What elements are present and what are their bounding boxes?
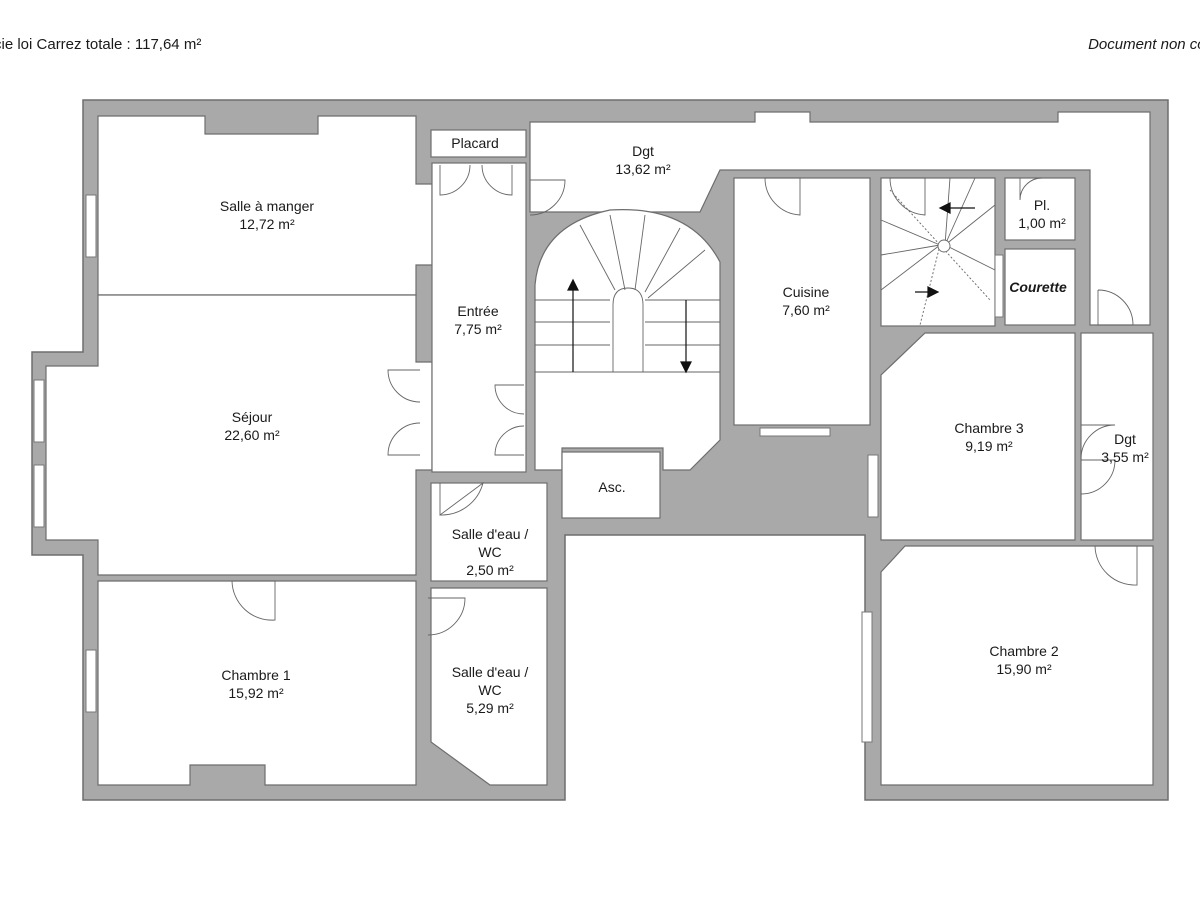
chambre-1-area: 15,92 m² (228, 685, 284, 701)
placard-name: Placard (451, 135, 499, 151)
salle-a-manger-name: Salle à manger (219, 198, 315, 214)
room-salle-eau-2 (430, 587, 548, 786)
salle-eau-2-area: 5,29 m² (466, 700, 514, 716)
asc-name: Asc. (598, 479, 626, 495)
chambre-2-area: 15,90 m² (996, 661, 1052, 677)
room-chambre-2 (880, 545, 1154, 786)
room-chambre-3 (880, 332, 1076, 541)
room-pl (1004, 177, 1076, 241)
salle-eau-2-line2: WC (478, 682, 502, 698)
entree-name: Entrée (457, 303, 499, 319)
label-asc: Asc. (598, 478, 625, 496)
room-cuisine (733, 177, 871, 426)
label-courette: Courette (1009, 278, 1067, 296)
cuisine-name: Cuisine (782, 284, 830, 300)
label-salle-a-manger: Salle à manger 12,72 m² (220, 197, 314, 233)
windows (33, 194, 1004, 743)
dgt-small-area: 3,55 m² (1101, 449, 1149, 465)
document-disclaimer: Document non con (1088, 36, 1200, 53)
room-dgt-main (529, 111, 1151, 326)
salle-eau-1-line2: WC (478, 544, 502, 560)
salle-eau-1-line1: Salle d'eau / (451, 526, 529, 542)
label-pl: Pl. 1,00 m² (1018, 196, 1065, 232)
dgt-small-name: Dgt (1114, 431, 1136, 447)
chambre-1-name: Chambre 1 (221, 667, 291, 683)
pl-area: 1,00 m² (1018, 215, 1066, 231)
label-salle-eau-2: Salle d'eau / WC 5,29 m² (452, 663, 529, 717)
chambre-2-name: Chambre 2 (989, 643, 1059, 659)
room-placard (430, 129, 527, 158)
room-chambre-1 (97, 580, 417, 786)
label-sejour: Séjour 22,60 m² (224, 408, 279, 444)
arrows (567, 202, 975, 374)
label-dgt-main: Dgt 13,62 m² (615, 142, 670, 178)
dgt-main-area: 13,62 m² (615, 161, 671, 177)
chambre-3-area: 9,19 m² (965, 438, 1013, 454)
label-salle-eau-1: Salle d'eau / WC 2,50 m² (452, 525, 529, 579)
staircase-area (534, 208, 721, 471)
room-dgt-small (1080, 332, 1154, 541)
cuisine-area: 7,60 m² (782, 302, 830, 318)
pl-name: Pl. (1033, 197, 1051, 213)
label-chambre-3: Chambre 3 9,19 m² (954, 419, 1023, 455)
label-cuisine: Cuisine 7,60 m² (782, 283, 829, 319)
label-placard: Placard (451, 134, 498, 152)
dgt-main-name: Dgt (632, 143, 654, 159)
salle-eau-1-area: 2,50 m² (466, 562, 514, 578)
chambre-3-name: Chambre 3 (954, 420, 1024, 436)
stair-lines (535, 177, 996, 373)
label-entree: Entrée 7,75 m² (454, 302, 501, 338)
room-courette (1004, 248, 1076, 326)
rooms (45, 111, 1154, 786)
entree-area: 7,75 m² (454, 321, 502, 337)
salle-eau-2-line1: Salle d'eau / (451, 664, 529, 680)
room-sejour (45, 294, 433, 576)
label-chambre-2: Chambre 2 15,90 m² (989, 642, 1058, 678)
doors (231, 164, 1138, 636)
sejour-area: 22,60 m² (224, 427, 280, 443)
courette-name: Courette (1009, 279, 1067, 295)
room-salle-eau-1 (430, 482, 548, 582)
label-dgt-small: Dgt 3,55 m² (1101, 430, 1148, 466)
room-entree (431, 162, 527, 473)
sejour-name: Séjour (231, 409, 273, 425)
room-ascenseur (561, 451, 661, 519)
salle-a-manger-area: 12,72 m² (239, 216, 295, 232)
surface-total-text: cie loi Carrez totale : 117,64 m² (0, 36, 202, 53)
label-chambre-1: Chambre 1 15,92 m² (221, 666, 290, 702)
